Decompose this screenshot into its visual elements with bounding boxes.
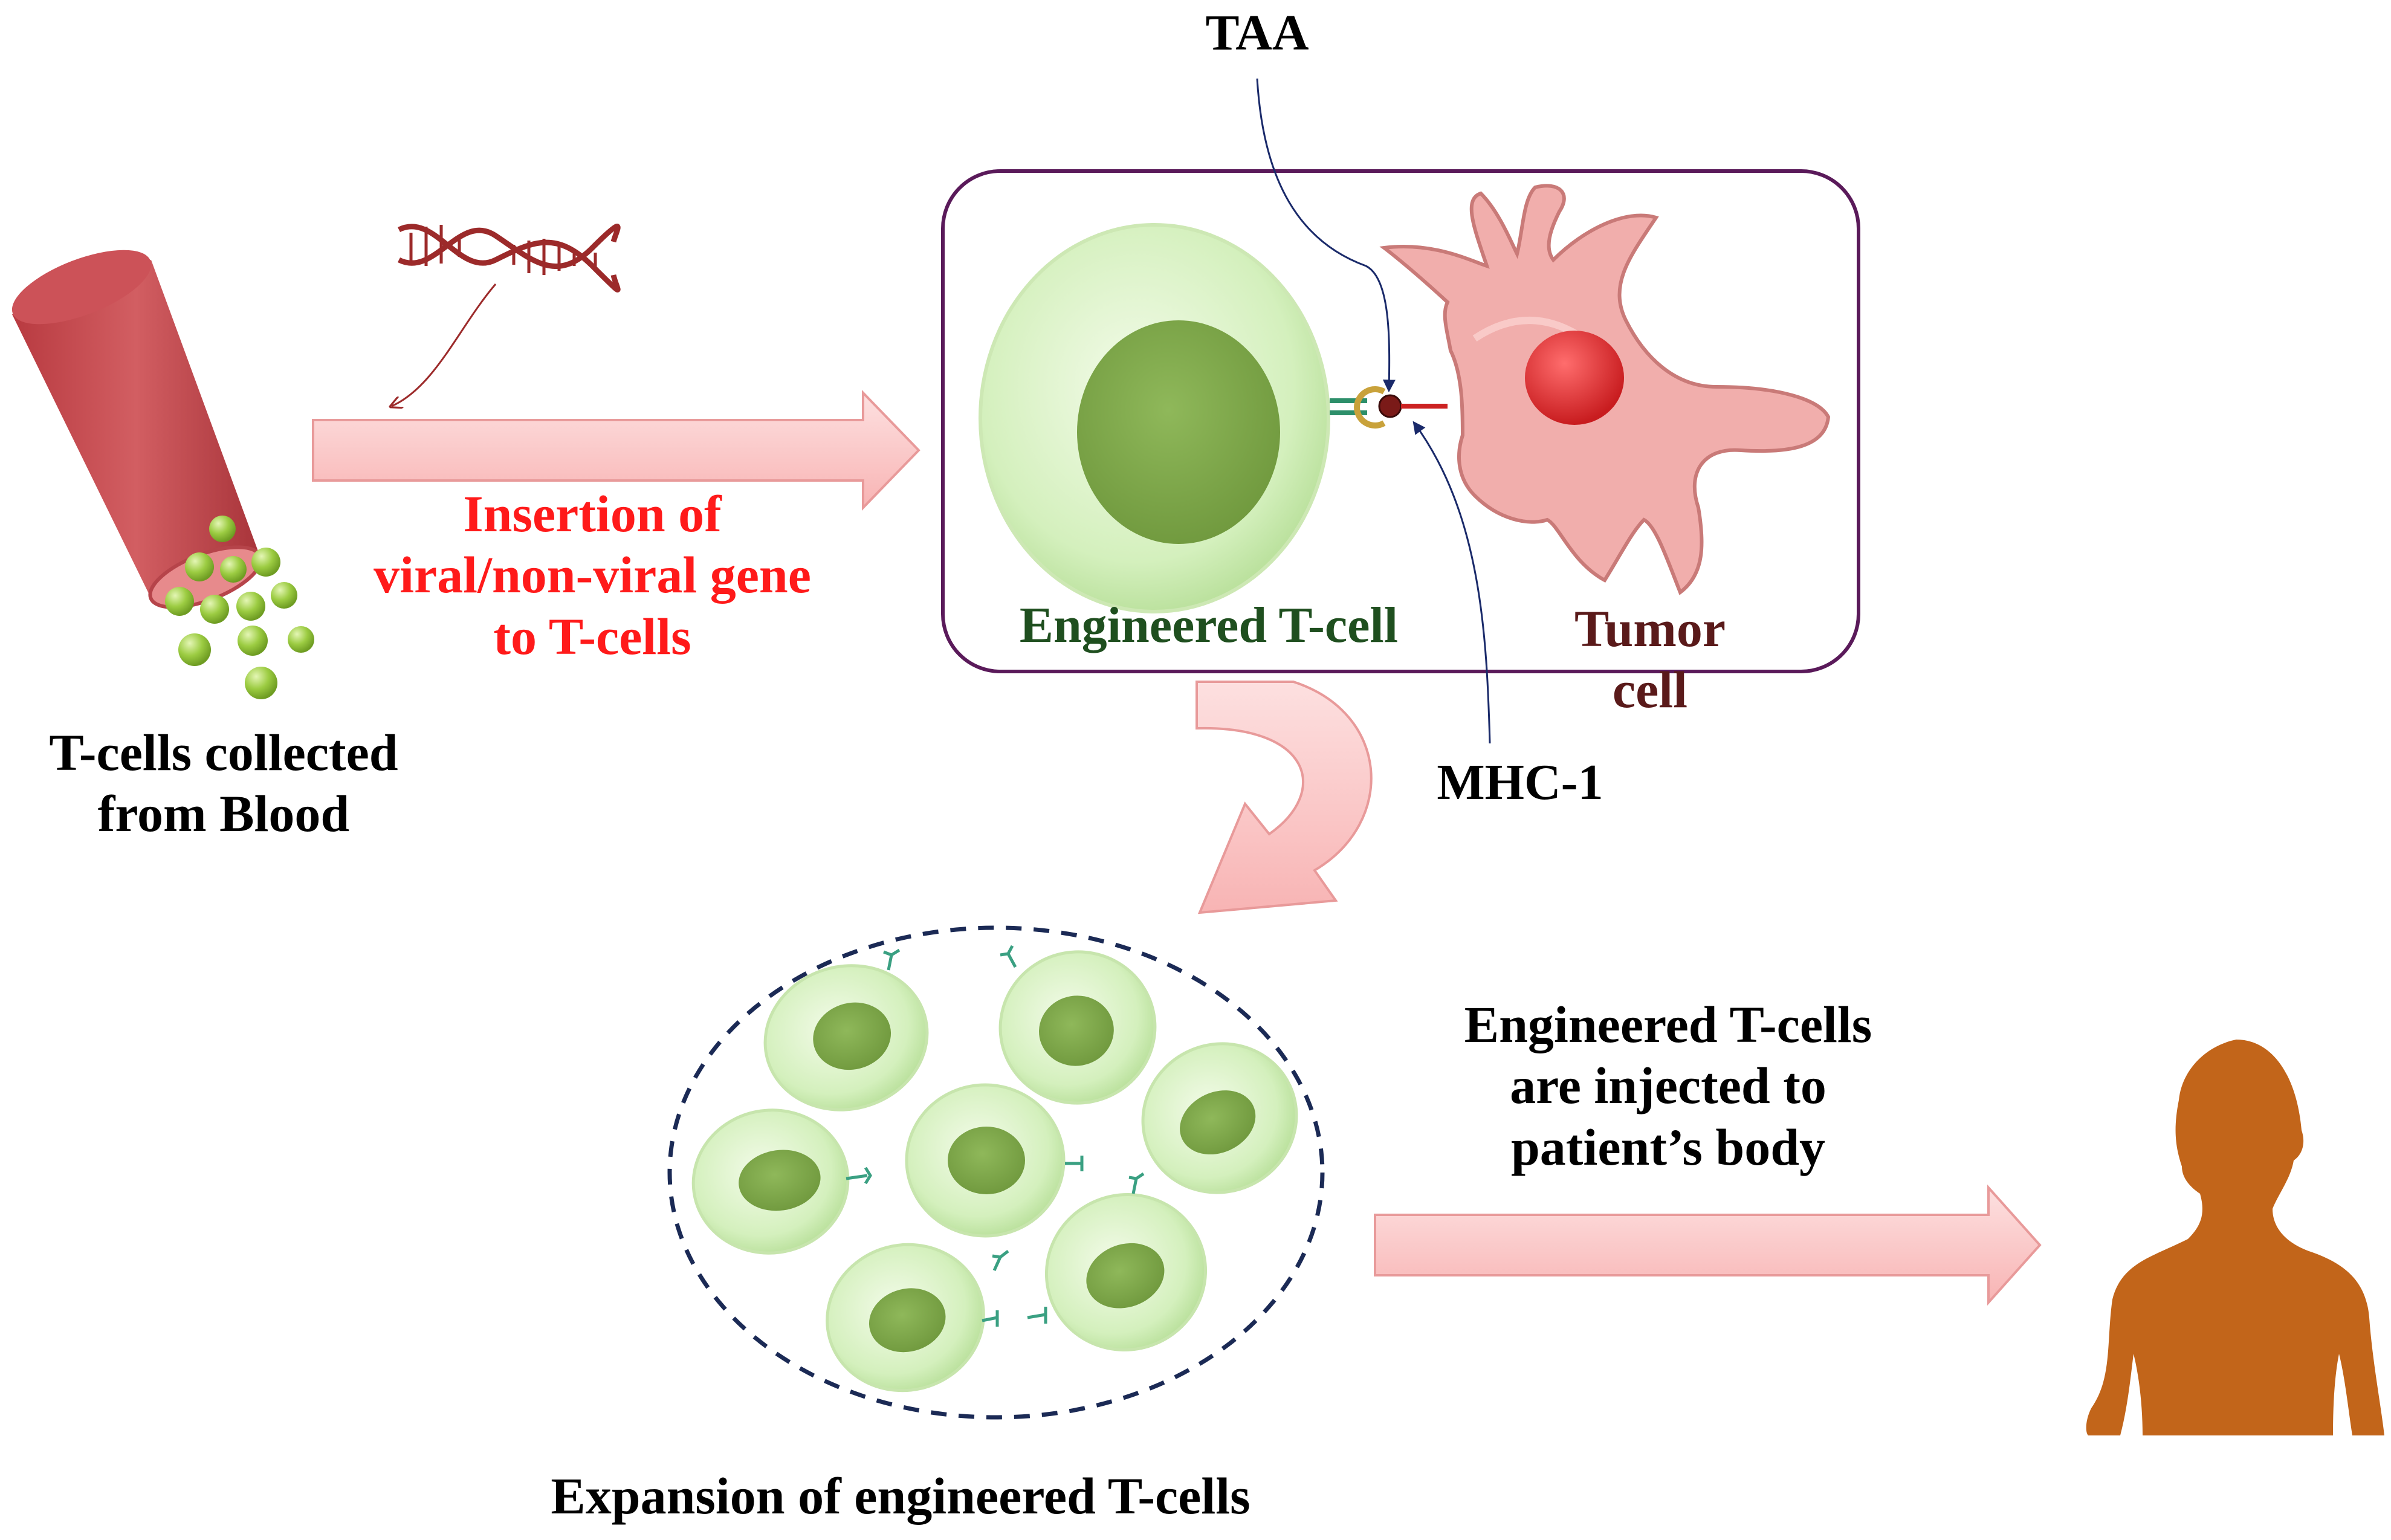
taa-antigen — [1378, 394, 1402, 418]
expanded-tcell — [998, 950, 1157, 1105]
tumor-line-1: Tumor — [1574, 600, 1726, 658]
insertion-arrow — [312, 390, 920, 511]
tcells-collected-label: T-cells collected from Blood — [6, 722, 441, 845]
dna-icon — [397, 224, 621, 293]
injected-line-1: Engineered T-cells — [1464, 995, 1872, 1053]
expanded-tcell — [905, 1083, 1066, 1238]
patient-body-icon — [2086, 1040, 2384, 1435]
tcr-receptor — [1330, 386, 1448, 429]
expanded-tcell — [763, 964, 929, 1111]
expansion-label: Expansion of engineered T-cells — [551, 1467, 1251, 1525]
tcell-beads — [165, 516, 314, 699]
tcells-collected-line-1: T-cells collected — [49, 723, 398, 781]
tumor-nucleus — [1525, 331, 1624, 425]
injected-line-3: patient’s body — [1510, 1118, 1826, 1176]
tumor-line-2: cell — [1612, 661, 1688, 719]
expanded-tcell — [1044, 1193, 1208, 1351]
engineered-tcell-label: Engineered T-cell — [1019, 597, 1399, 653]
insertion-line-3: to T-cells — [493, 607, 691, 665]
insertion-line-2: viral/non-viral gene — [374, 546, 811, 604]
injected-line-2: are injected to — [1510, 1056, 1826, 1115]
mhc-label: MHC-1 — [1437, 754, 1603, 810]
insertion-label: Insertion of viral/non-viral gene to T-c… — [320, 484, 864, 667]
tumor-cell-label: Tumor cell — [1547, 598, 1753, 721]
expanded-tcell — [691, 1108, 850, 1255]
dna-insert-pointer — [392, 283, 497, 406]
tcells-collected-line-2: from Blood — [97, 785, 350, 843]
taa-pointer — [1256, 78, 1396, 393]
engineered-tcell — [979, 223, 1330, 613]
expansion-circle — [667, 925, 1325, 1420]
injection-arrow — [1374, 1184, 2042, 1306]
tumor-cell — [1379, 184, 1831, 595]
injected-label: Engineered T-cells are injected to patie… — [1390, 994, 1946, 1178]
expanded-tcell — [826, 1243, 985, 1393]
insertion-line-1: Insertion of — [463, 485, 722, 543]
expanded-tcell — [1141, 1042, 1298, 1194]
expansion-curved-arrow — [1196, 681, 1373, 914]
mhc-pointer — [1412, 421, 1491, 744]
taa-label: TAA — [1205, 5, 1309, 61]
expanded-cells — [691, 945, 1298, 1393]
